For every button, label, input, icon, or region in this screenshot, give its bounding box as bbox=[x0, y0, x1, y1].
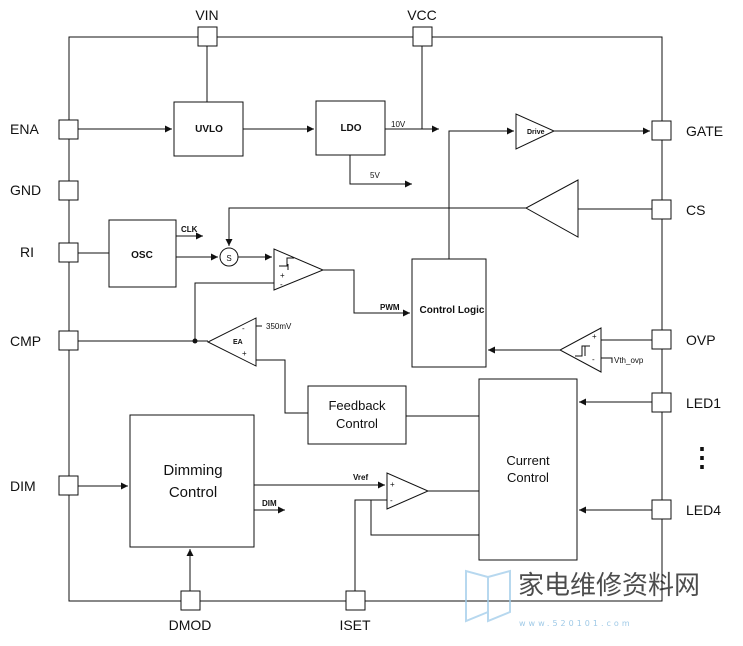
ovp-hysteresis-icon bbox=[575, 345, 590, 357]
ovp-plus-sign: + bbox=[592, 332, 597, 341]
pin-gate-pad bbox=[651, 120, 672, 141]
signal-10v: 10V bbox=[391, 120, 406, 129]
pin-ovp-pad bbox=[651, 329, 672, 350]
watermark: 家电维修资料网 www.520101.com bbox=[465, 569, 700, 628]
pin-vcc-label: VCC bbox=[407, 7, 437, 23]
ea-minus-sign: - bbox=[242, 324, 245, 333]
chip-outline bbox=[68, 36, 663, 602]
current-control-label-1: Current bbox=[506, 453, 550, 468]
ea-plus-sign: + bbox=[242, 349, 247, 358]
amp-minus-sign: - bbox=[390, 496, 393, 505]
uvlo-label: UVLO bbox=[195, 124, 223, 135]
dimming-control-label-2: Control bbox=[169, 484, 217, 501]
wire-ldo-5v bbox=[349, 155, 412, 188]
watermark-brand: 家电维修资料网 bbox=[518, 570, 700, 600]
pin-vin-pad bbox=[197, 26, 218, 47]
pin-ovp-label: OVP bbox=[686, 332, 716, 348]
current-control-block bbox=[478, 378, 578, 561]
signal-dim-out: DIM bbox=[262, 499, 277, 508]
error-amplifier bbox=[206, 317, 257, 367]
pin-iset-pad bbox=[345, 590, 366, 611]
ovp-minus-sign: - bbox=[592, 355, 595, 364]
pin-ena-label: ENA bbox=[10, 121, 39, 137]
pin-iset-label: ISET bbox=[339, 617, 371, 633]
dimming-control-label-1: Dimming bbox=[163, 462, 222, 479]
wire-vth-ovp bbox=[601, 357, 613, 363]
ovp-comparator bbox=[558, 327, 602, 373]
osc-label: OSC bbox=[131, 250, 153, 261]
signal-pwm: PWM bbox=[380, 303, 400, 312]
signal-vref: Vref bbox=[353, 473, 368, 482]
feedback-control-label-1: Feedback bbox=[328, 398, 386, 413]
dimming-control-block bbox=[129, 414, 255, 548]
pin-cmp-pad bbox=[58, 330, 79, 351]
pin-dmod-label: DMOD bbox=[169, 617, 212, 633]
pin-dim-pad bbox=[58, 475, 79, 496]
pin-vcc-pad bbox=[412, 26, 433, 47]
drive-label: Drive bbox=[527, 129, 545, 136]
ea-label: EA bbox=[233, 339, 243, 346]
book-logo-icon bbox=[465, 569, 511, 623]
ldo-label: LDO bbox=[340, 123, 361, 134]
pin-cmp-label: CMP bbox=[10, 333, 41, 349]
pin-vin-label: VIN bbox=[195, 7, 218, 23]
pin-cs-pad bbox=[651, 199, 672, 220]
wire-logic-drive bbox=[448, 127, 514, 259]
more-leds-ellipsis: ⋮ bbox=[689, 442, 715, 472]
wire-iset-amp bbox=[354, 499, 387, 591]
pin-dmod-pad bbox=[180, 590, 201, 611]
signal-clk: CLK bbox=[181, 225, 198, 234]
pin-gnd-label: GND bbox=[10, 182, 41, 198]
control-logic-label: Control Logic bbox=[420, 305, 485, 316]
signal-vth-ovp: Vth_ovp bbox=[614, 356, 644, 365]
wire-fb-ea bbox=[256, 359, 308, 414]
pin-led1-label: LED1 bbox=[686, 395, 721, 411]
feedback-control-block bbox=[307, 385, 407, 445]
pin-ri-label: RI bbox=[20, 244, 34, 260]
signal-5v: 5V bbox=[370, 171, 380, 180]
pin-led4-label: LED4 bbox=[686, 502, 721, 518]
pin-led1-pad bbox=[651, 392, 672, 413]
amp-plus-sign: + bbox=[390, 480, 395, 489]
junction-dot bbox=[192, 338, 198, 344]
pwm-comparator bbox=[273, 248, 325, 291]
pin-led4-pad bbox=[651, 499, 672, 520]
wire-ea-comp bbox=[194, 282, 274, 341]
pin-cs-label: CS bbox=[686, 202, 705, 218]
current-amplifier bbox=[386, 472, 430, 510]
drive-buffer bbox=[515, 113, 556, 150]
cs-amplifier bbox=[524, 179, 579, 238]
feedback-control-label-2: Control bbox=[336, 416, 378, 431]
watermark-url: www.520101.com bbox=[519, 619, 633, 628]
pin-ri-pad bbox=[58, 242, 79, 263]
wire-amp-feedback bbox=[370, 500, 479, 536]
hysteresis-icon bbox=[279, 257, 294, 267]
pin-gate-label: GATE bbox=[686, 123, 723, 139]
sum-node-label: S bbox=[226, 254, 231, 263]
current-control-label-2: Control bbox=[507, 470, 549, 485]
wire-cs-sum bbox=[225, 207, 526, 246]
signal-350mv: 350mV bbox=[266, 322, 292, 331]
wire-pwm bbox=[323, 269, 410, 317]
pin-gnd-pad bbox=[58, 180, 79, 201]
comp-plus-sign: + bbox=[280, 271, 285, 280]
pin-ena-pad bbox=[58, 119, 79, 140]
pin-dim-label: DIM bbox=[10, 478, 36, 494]
comp-minus-sign: - bbox=[280, 280, 283, 289]
